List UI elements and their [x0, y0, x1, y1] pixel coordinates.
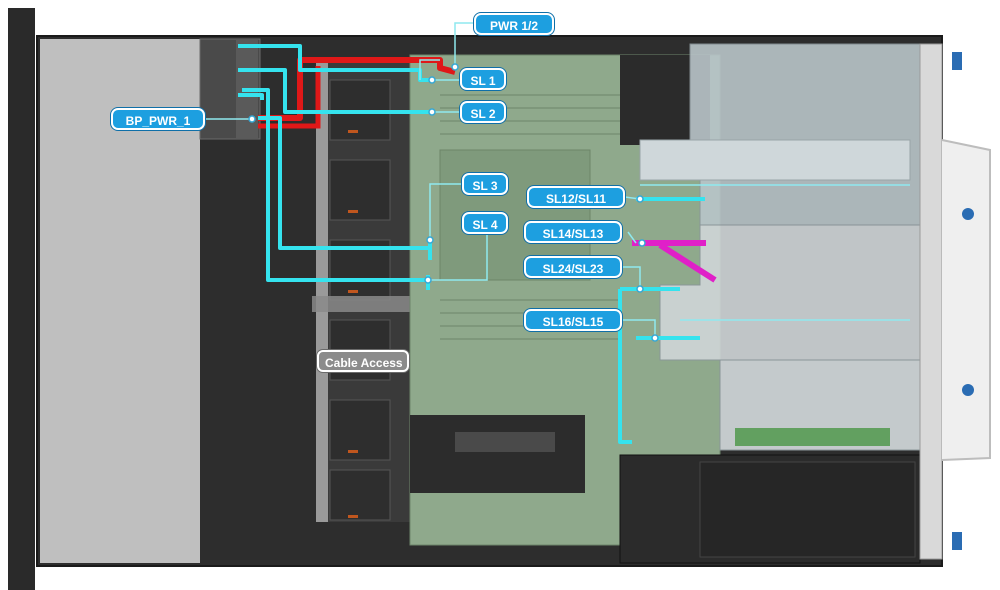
- riser-top-card: [639, 139, 911, 181]
- riser-top: [689, 43, 921, 226]
- pwr-1-2-label[interactable]: PWR 1/2: [474, 13, 554, 35]
- riser-bottom-pcb: [735, 428, 890, 446]
- rear-tab-bottom: [952, 532, 962, 550]
- rear-bracket: [919, 43, 943, 560]
- cyan-thin-lines: [419, 59, 910, 321]
- cyan-cables: [238, 44, 705, 444]
- sl1-label[interactable]: SL 1: [460, 68, 506, 90]
- rear-screw-top: [962, 208, 974, 220]
- sl14-sl13-label[interactable]: SL14/SL13: [524, 221, 622, 243]
- rear-handle: [941, 139, 991, 461]
- red-power-cable: [258, 57, 456, 121]
- rear-screw-bottom: [962, 384, 974, 396]
- sl16-sl15-label[interactable]: SL16/SL15: [524, 309, 622, 331]
- psu-bottom-inner: [699, 461, 916, 558]
- sl3-label[interactable]: SL 3: [462, 173, 508, 195]
- bp-pwr-1-label[interactable]: BP_PWR_1: [111, 108, 205, 130]
- sl2-label[interactable]: SL 2: [460, 101, 506, 123]
- leader-lines: [205, 22, 656, 338]
- cable-access-label: Cable Access: [317, 350, 409, 372]
- pcie-slot-inner: [455, 432, 555, 452]
- rear-tab-top: [952, 52, 962, 70]
- fan-modules: [329, 79, 391, 521]
- sl12-sl11-label[interactable]: SL12/SL11: [527, 186, 625, 208]
- fan-rail: [316, 62, 328, 522]
- sl24-sl23-label[interactable]: SL24/SL23: [524, 256, 622, 278]
- leader-dots: [248, 63, 659, 342]
- left-rail: [8, 8, 35, 590]
- pcie-slot-bottom: [410, 415, 585, 493]
- sl4-label[interactable]: SL 4: [462, 212, 508, 234]
